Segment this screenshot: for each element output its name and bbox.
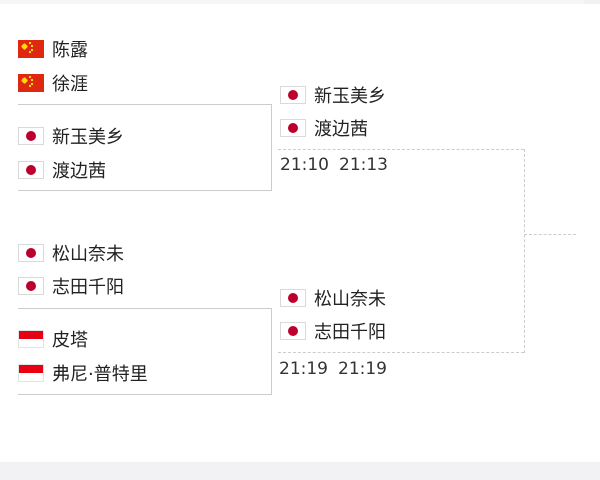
- player-name: 渡边茜: [314, 119, 368, 140]
- player-name: 皮塔: [52, 330, 88, 351]
- bracket-connector-line: [278, 149, 524, 150]
- match-connector: [18, 104, 272, 191]
- japan-flag-icon: [280, 289, 306, 307]
- player-name: 弗尼·普特里: [52, 364, 148, 385]
- japan-flag-icon: [18, 161, 44, 179]
- player-name: 新玉美乡: [52, 127, 124, 148]
- japan-flag-icon: [18, 277, 44, 295]
- player-row[interactable]: 新玉美乡: [18, 123, 124, 149]
- japan-flag-icon: [18, 127, 44, 145]
- player-name: 志田千阳: [52, 277, 124, 298]
- player-row[interactable]: 渡边茜: [280, 115, 368, 141]
- player-row[interactable]: 陈露: [18, 36, 88, 62]
- player-name: 徐涯: [52, 74, 88, 95]
- japan-flag-icon: [18, 244, 44, 262]
- game-score: 21:10: [280, 155, 329, 175]
- player-row[interactable]: 松山奈未: [18, 240, 124, 266]
- china-flag-icon: [18, 40, 44, 58]
- player-name: 新玉美乡: [314, 86, 386, 107]
- indonesia-flag-icon: [18, 364, 44, 382]
- player-row[interactable]: 志田千阳: [18, 273, 124, 299]
- player-name: 渡边茜: [52, 161, 106, 182]
- china-flag-icon: [18, 74, 44, 92]
- player-name: 松山奈未: [314, 289, 386, 310]
- game-score: 21:13: [339, 155, 388, 175]
- bracket-connector-line: [278, 352, 524, 353]
- player-row[interactable]: 松山奈未: [280, 285, 386, 311]
- player-row[interactable]: 渡边茜: [18, 157, 106, 183]
- japan-flag-icon: [280, 322, 306, 340]
- player-name: 松山奈未: [52, 244, 124, 265]
- player-row[interactable]: 皮塔: [18, 326, 88, 352]
- player-row[interactable]: 志田千阳: [280, 318, 386, 344]
- bottom-bar: [0, 462, 600, 480]
- bracket-connector-line: [524, 234, 576, 235]
- player-row[interactable]: 徐涯: [18, 70, 88, 96]
- bracket-connector-line: [524, 149, 525, 353]
- top-divider: [0, 0, 600, 4]
- player-row[interactable]: 弗尼·普特里: [18, 360, 148, 386]
- indonesia-flag-icon: [18, 330, 44, 348]
- japan-flag-icon: [280, 119, 306, 137]
- game-score: 21:19: [279, 359, 328, 379]
- match-connector: [18, 308, 272, 395]
- game-score: 21:19: [338, 359, 387, 379]
- match-score: 21:19 21:19: [279, 359, 387, 379]
- player-row[interactable]: 新玉美乡: [280, 82, 386, 108]
- player-name: 陈露: [52, 40, 88, 61]
- match-score: 21:10 21:13: [280, 155, 388, 175]
- japan-flag-icon: [280, 86, 306, 104]
- player-name: 志田千阳: [314, 322, 386, 343]
